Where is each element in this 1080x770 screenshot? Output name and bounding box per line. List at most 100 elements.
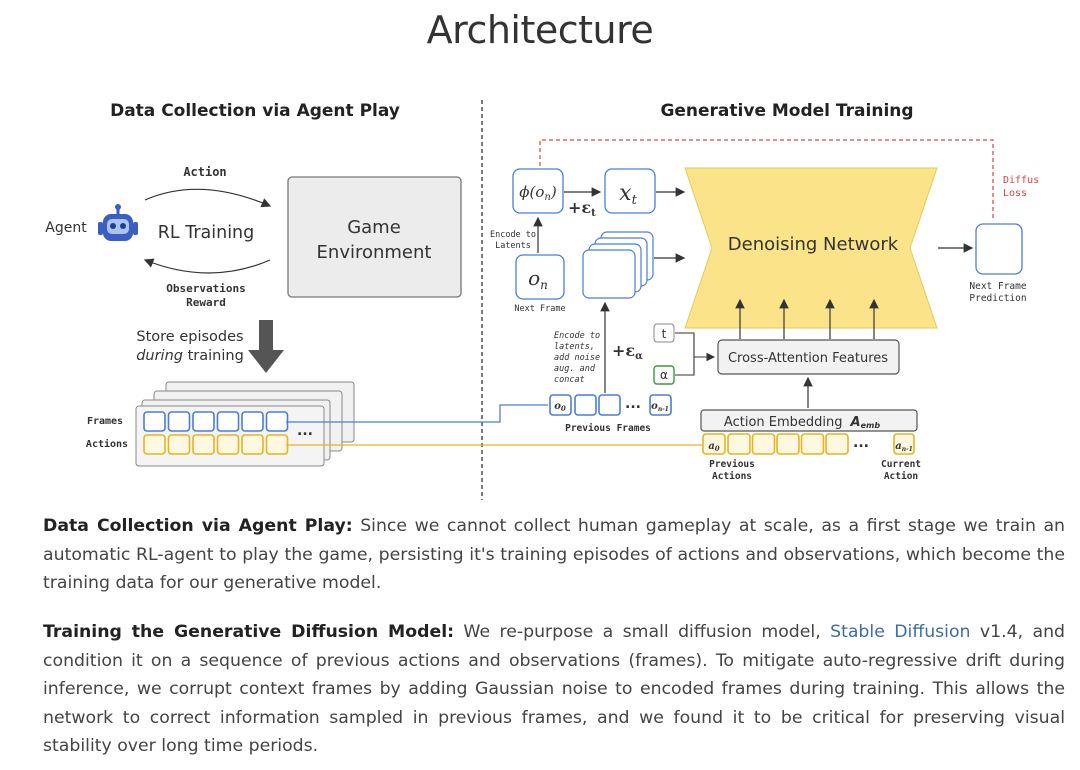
cross-attention-arrows bbox=[735, 298, 879, 339]
latent-frame-stack bbox=[582, 231, 654, 299]
game-environment-box bbox=[287, 176, 462, 298]
robot-icon bbox=[98, 204, 138, 241]
episode-actions-row bbox=[143, 434, 289, 455]
current-action-cell bbox=[893, 433, 915, 455]
an1-label: an-1 bbox=[895, 441, 913, 453]
on-label: on bbox=[528, 266, 548, 292]
previous-frames-label: Previous Frames bbox=[565, 423, 651, 434]
left-section-title: Data Collection via Agent Play bbox=[110, 101, 400, 121]
denoising-network-label: Denoising Network bbox=[728, 234, 899, 255]
prev-action-cell bbox=[727, 433, 751, 455]
t-to-cross-attn bbox=[675, 332, 716, 362]
next-frame-box bbox=[515, 254, 565, 300]
encode-aug-line: concat bbox=[554, 375, 585, 385]
prev-frame-cell bbox=[598, 394, 621, 416]
current-action-line1: Current bbox=[881, 459, 921, 470]
frames-connector bbox=[286, 404, 548, 423]
episode-action-cell bbox=[216, 434, 240, 455]
cross-attention-box bbox=[717, 339, 900, 375]
on1-label: on-1 bbox=[651, 401, 669, 413]
prev-frame-cell bbox=[549, 394, 572, 416]
episode-action-cell bbox=[192, 434, 215, 455]
diffusion-loss-line2: Loss bbox=[1003, 188, 1027, 199]
observations-label: Observations bbox=[166, 282, 245, 295]
episode-dots: ... bbox=[297, 423, 313, 439]
previous-actions-line1: Previous bbox=[709, 459, 755, 470]
cross-attention-label: Cross-Attention Features bbox=[728, 351, 888, 366]
plus-epsilon-alpha: +εα bbox=[612, 341, 643, 362]
encode-to-latents-line1: Encode to bbox=[490, 230, 536, 240]
episode-action-cell bbox=[241, 434, 264, 455]
encode-aug-line: Encode to bbox=[554, 331, 600, 341]
next-frame-prediction-line1: Next Frame bbox=[969, 281, 1026, 292]
store-down-arrow bbox=[248, 320, 284, 373]
prev-frame-cell bbox=[574, 394, 597, 416]
game-environment-line1: Game bbox=[347, 217, 401, 238]
phi-label: ϕ(on) bbox=[519, 183, 557, 203]
episode-action-cell bbox=[167, 434, 191, 455]
prev-action-cell bbox=[776, 433, 800, 455]
data-collection-lead: Data Collection via Agent Play: bbox=[43, 516, 353, 536]
phi-encoder-box bbox=[512, 168, 564, 214]
plus-epsilon-t: +εt bbox=[568, 198, 596, 219]
episode-action-cell bbox=[265, 434, 289, 455]
right-section-title: Generative Model Training bbox=[660, 101, 913, 121]
alpha-label: α bbox=[660, 368, 668, 382]
reward-label: Reward bbox=[186, 296, 226, 309]
episode-frame-cell bbox=[143, 411, 166, 432]
prev-action-cell bbox=[825, 433, 849, 455]
encode-aug-line: add noise bbox=[554, 353, 600, 363]
episode-frame-cell bbox=[167, 411, 191, 432]
training-text-a: We re-purpose a small diffusion model, bbox=[454, 622, 831, 642]
store-episodes-label: Store episodes bbox=[136, 329, 243, 345]
page-title: Architecture bbox=[426, 8, 654, 52]
o0-label: o0 bbox=[554, 401, 566, 413]
prev-action-cell bbox=[800, 433, 825, 455]
diffusion-loss-line1: Diffusion bbox=[1003, 175, 1040, 186]
stable-diffusion-link[interactable]: Stable Diffusion bbox=[830, 622, 971, 642]
episode-frame-cell bbox=[216, 411, 240, 432]
prev-action-cell bbox=[751, 433, 776, 455]
xt-box bbox=[604, 168, 656, 214]
diffusion-loss-path bbox=[539, 139, 994, 218]
t-label: t bbox=[662, 327, 667, 341]
training-text-b: v1.4, and condition it on a sequence of … bbox=[43, 622, 1065, 757]
encode-aug-line: latents, bbox=[554, 342, 595, 352]
denoising-network bbox=[684, 167, 938, 329]
data-collection-text: Since we cannot collect human gameplay a… bbox=[43, 516, 1065, 594]
prev-frames-dots: ... bbox=[625, 396, 641, 412]
agent-label: Agent bbox=[45, 220, 87, 236]
prev-actions-dots: ... bbox=[853, 435, 869, 451]
next-frame-label: Next Frame bbox=[514, 304, 565, 314]
encode-aug-line: aug. and bbox=[554, 364, 596, 374]
episode-frame-cell bbox=[192, 411, 215, 432]
actions-label: Actions bbox=[86, 438, 128, 450]
current-action-line2: Action bbox=[884, 471, 918, 482]
action-label: Action bbox=[183, 165, 226, 179]
data-collection-paragraph: Data Collection via Agent Play: Since we… bbox=[43, 512, 1065, 598]
action-arrow bbox=[144, 188, 272, 208]
training-paragraph: Training the Generative Diffusion Model:… bbox=[43, 618, 1065, 761]
prev-frame-cell bbox=[649, 394, 672, 416]
prev-action-cell bbox=[702, 433, 726, 455]
previous-actions-row bbox=[702, 433, 915, 455]
action-embedding-box bbox=[700, 409, 918, 432]
next-frame-prediction-box bbox=[975, 223, 1023, 275]
alpha-to-cross-attn bbox=[675, 357, 695, 376]
xt-label: xt bbox=[619, 181, 637, 208]
frames-label: Frames bbox=[87, 416, 123, 427]
episode-frame-cell bbox=[265, 411, 289, 432]
t-box bbox=[653, 323, 675, 343]
rl-training-label: RL Training bbox=[158, 223, 255, 243]
architecture-diagram: Data Collection via Agent Play Generativ… bbox=[45, 100, 1040, 500]
previous-actions-line2: Actions bbox=[712, 471, 752, 482]
previous-frames-row bbox=[549, 394, 672, 416]
game-environment-line2: Environment bbox=[317, 242, 432, 263]
next-frame-prediction-line2: Prediction bbox=[969, 293, 1026, 304]
encode-to-latents-line2: Latents bbox=[495, 241, 531, 251]
episode-action-cell bbox=[143, 434, 166, 455]
observations-arrow bbox=[143, 258, 271, 274]
store-during-training-label: during training bbox=[136, 348, 244, 364]
